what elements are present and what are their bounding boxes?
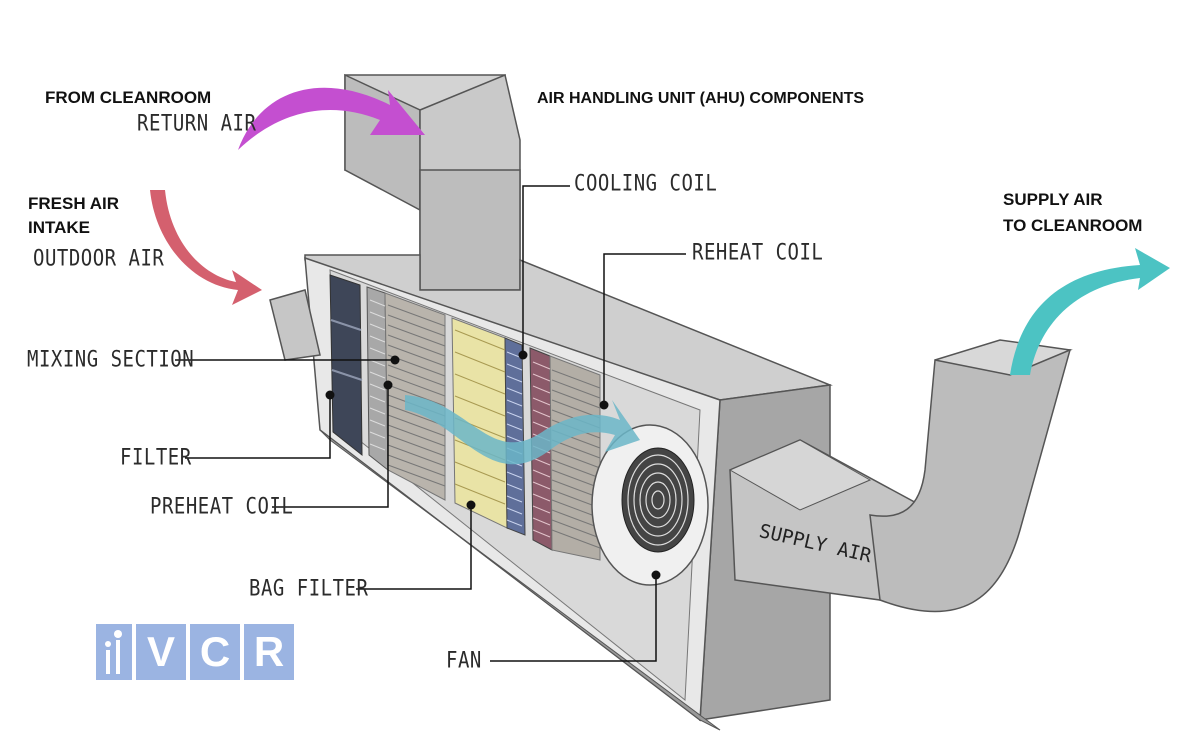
outdoor-air-label: OUTDOOR AIR — [33, 246, 165, 272]
logo-letter-r: R — [244, 624, 294, 680]
leader-lines — [175, 185, 686, 662]
fresh-air-duct — [269, 289, 321, 361]
preheat-coil-panel — [366, 286, 389, 472]
logo-icon — [96, 624, 132, 680]
cooling-coil-label: COOLING COIL — [574, 171, 718, 197]
filter-panel — [329, 274, 363, 457]
return-air-label: RETURN AIR — [137, 111, 257, 137]
mixing-section-label: MIXING SECTION — [27, 347, 195, 373]
internal-flow-arrow — [405, 395, 640, 465]
supply-air-arrow — [1010, 248, 1170, 375]
fresh-air-heading-line2: INTAKE — [28, 218, 91, 237]
vcr-logo: V C R — [96, 624, 294, 680]
fresh-air-heading-line1: FRESH AIR — [28, 194, 119, 213]
return-air-arrow — [238, 87, 425, 150]
return-air-heading: FROM CLEANROOM — [45, 88, 212, 107]
fan-unit — [591, 424, 709, 586]
supply-air-heading-line1: SUPPLY AIR — [1003, 190, 1103, 209]
fan-label: FAN — [446, 648, 482, 674]
reheat-coil-label: REHEAT COIL — [692, 240, 824, 266]
logo-letter-v: V — [136, 624, 186, 680]
bag-filter-label: BAG FILTER — [249, 576, 369, 602]
logo-letter-c: C — [190, 624, 240, 680]
diagram-title: AIR HANDLING UNIT (AHU) COMPONENTS — [537, 90, 865, 107]
cooling-coil-panel — [504, 337, 526, 536]
filter-label: FILTER — [120, 445, 192, 471]
preheat-coil-label: PREHEAT COIL — [150, 494, 294, 520]
supply-air-heading-line2: TO CLEANROOM — [1003, 216, 1143, 235]
outdoor-air-arrow — [150, 190, 262, 305]
